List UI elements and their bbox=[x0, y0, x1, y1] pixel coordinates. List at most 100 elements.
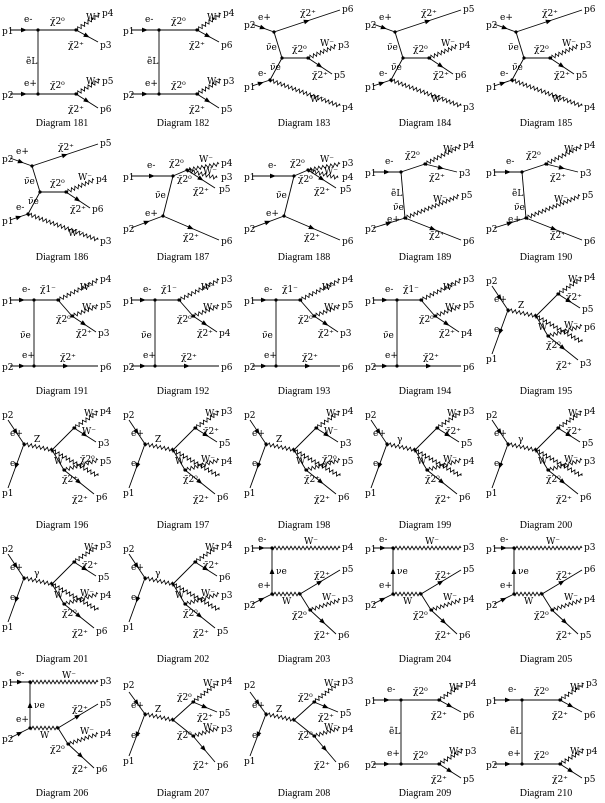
particle-label: W bbox=[538, 323, 548, 333]
vertex-dot bbox=[66, 742, 70, 746]
vertex-dot bbox=[282, 214, 286, 218]
particle-label: W⁻ bbox=[84, 409, 98, 419]
particle-label: e- bbox=[258, 69, 266, 79]
arrow-icon bbox=[322, 703, 329, 709]
momentum-label: p5 bbox=[342, 457, 354, 467]
particle-label: ẽL bbox=[391, 188, 402, 199]
boson-line bbox=[557, 410, 583, 430]
particle-label: W⁻ bbox=[443, 593, 457, 603]
particle-label: e+ bbox=[24, 79, 37, 89]
particle-label: W⁻ bbox=[568, 275, 582, 285]
diagram-caption: Diagram 210 bbox=[520, 788, 573, 799]
momentum-label: p6 bbox=[100, 363, 112, 373]
vertex-dot bbox=[193, 560, 197, 564]
momentum-label: p5 bbox=[340, 709, 352, 719]
arrow-icon bbox=[443, 320, 450, 326]
arrow-icon bbox=[81, 565, 88, 571]
particle-label: χ̃2⁺ bbox=[556, 630, 572, 641]
momentum-label: p5 bbox=[100, 699, 112, 709]
particle-label: W⁻ bbox=[443, 283, 457, 293]
arrow-icon bbox=[565, 431, 572, 437]
momentum-label: p1 bbox=[2, 297, 14, 307]
vertex-dot bbox=[161, 214, 165, 218]
arrow-icon bbox=[75, 478, 82, 484]
particle-label: W⁻ bbox=[568, 409, 582, 419]
vertex-dot bbox=[437, 762, 441, 766]
particle-label: χ̃2⁺ bbox=[423, 352, 439, 363]
vertex-dot bbox=[62, 602, 66, 606]
boson-line bbox=[559, 682, 585, 702]
momentum-label: p2 bbox=[244, 601, 256, 611]
boson-line bbox=[313, 303, 341, 319]
arrow-icon bbox=[259, 24, 266, 30]
arrow-icon bbox=[63, 363, 69, 369]
diagram-caption: Diagram 188 bbox=[278, 252, 331, 263]
particle-label: e+ bbox=[258, 581, 271, 591]
particle-label: χ̃2⁰ bbox=[534, 610, 549, 621]
selectron-line bbox=[400, 171, 406, 219]
particle-label: e+ bbox=[22, 351, 35, 361]
particle-label: ν̃e bbox=[387, 42, 398, 53]
momentum-label: p5 bbox=[100, 139, 112, 149]
particle-label: χ̃2⁰ bbox=[177, 174, 192, 185]
boson-line bbox=[75, 78, 101, 96]
momentum-label: p6 bbox=[463, 237, 475, 247]
arrow-icon bbox=[135, 731, 141, 738]
boson-line bbox=[535, 315, 583, 343]
particle-label: e- bbox=[16, 669, 24, 679]
particle-label: e- bbox=[258, 535, 266, 545]
particle-label: χ̃2⁺ bbox=[181, 352, 197, 363]
vertex-dot bbox=[546, 334, 550, 338]
particle-label: W⁻ bbox=[205, 543, 219, 553]
propagator-line bbox=[51, 427, 75, 451]
momentum-label: p2 bbox=[244, 225, 256, 235]
vertex-dot bbox=[556, 426, 560, 430]
momentum-label: p4 bbox=[465, 679, 477, 689]
diagram-caption: Diagram 183 bbox=[278, 118, 331, 129]
diagram-caption: Diagram 193 bbox=[278, 386, 331, 397]
momentum-label: p2 bbox=[244, 411, 256, 421]
vertex-dot bbox=[546, 468, 550, 472]
particle-label: W⁻ bbox=[80, 727, 94, 737]
momentum-label: p5 bbox=[100, 457, 112, 467]
vertex-dot bbox=[193, 426, 197, 430]
particle-label: W⁻ bbox=[201, 589, 215, 599]
arrow-icon bbox=[440, 618, 447, 624]
particle-label: e+ bbox=[508, 749, 521, 759]
particle-label: e- bbox=[494, 325, 502, 335]
particle-label: W⁻ bbox=[562, 39, 576, 49]
vertex-dot bbox=[427, 56, 431, 60]
boson-line bbox=[559, 748, 585, 766]
diagram-caption: Diagram 205 bbox=[520, 654, 573, 665]
particle-label: χ̃2⁺ bbox=[445, 426, 461, 437]
boson-line bbox=[307, 161, 341, 173]
arrow-icon bbox=[446, 767, 453, 773]
particle-label: e+ bbox=[379, 13, 392, 23]
vertex-dot bbox=[298, 592, 302, 596]
boson-line bbox=[172, 449, 220, 477]
momentum-label: p5 bbox=[582, 439, 594, 449]
particle-label: χ̃2⁺ bbox=[314, 630, 330, 641]
particle-label: e+ bbox=[500, 13, 513, 23]
particle-label: ν̃e bbox=[155, 190, 166, 201]
arrow-icon bbox=[201, 703, 208, 709]
arrow-icon bbox=[75, 612, 82, 618]
vertex-dot bbox=[274, 364, 278, 368]
momentum-label: p2 bbox=[2, 363, 14, 373]
diagram-caption: Diagram 206 bbox=[36, 788, 89, 799]
momentum-label: p5 bbox=[219, 439, 231, 449]
vertex-dot bbox=[28, 680, 32, 684]
momentum-label: p6 bbox=[221, 363, 233, 373]
arrow-icon bbox=[558, 580, 565, 586]
momentum-label: p3 bbox=[580, 41, 592, 51]
momentum-label: p6 bbox=[584, 237, 596, 247]
momentum-label: p5 bbox=[584, 775, 596, 785]
propagator-line bbox=[535, 293, 559, 317]
particle-label: W⁻ bbox=[324, 303, 338, 313]
arrow-icon bbox=[501, 24, 508, 30]
particle-label: e+ bbox=[387, 215, 400, 225]
particle-label: W bbox=[175, 591, 185, 601]
particle-label: χ̃2⁰ bbox=[183, 608, 198, 619]
arrow-icon bbox=[258, 597, 265, 603]
particle-label: ẽL bbox=[26, 56, 37, 67]
